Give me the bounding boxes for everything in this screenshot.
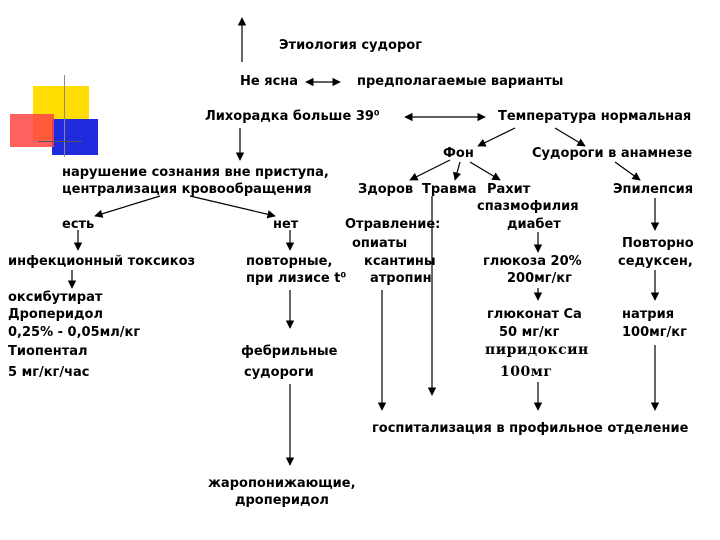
poisoning-xanthines: ксантины — [364, 254, 436, 269]
poisoning-opiates: опиаты — [352, 236, 408, 251]
sodium-dose: 100мг/кг — [622, 325, 687, 340]
decor-blue-block — [52, 119, 98, 155]
diagram-title: Этиология судорог — [279, 38, 422, 53]
etiology-presumed: предполагаемые варианты — [357, 74, 564, 89]
pyridoxine-node: пиридоксин — [485, 342, 589, 358]
consciousness-line-2: централизация кровообращения — [62, 182, 312, 197]
poisoning-label: Отравление: — [345, 217, 441, 232]
repeated-line-2: при лизисе t⁰ — [246, 271, 347, 286]
pyridoxine-dose: 100мг — [500, 364, 553, 380]
diabetes-node: диабет — [507, 217, 561, 232]
trauma-node: Травма — [422, 182, 477, 197]
epilepsy-node: Эпилепсия — [613, 182, 694, 197]
calcium-node: глюконат Са — [487, 307, 582, 322]
sodium-node: натрия — [622, 307, 675, 322]
glucose-dose: глюкоза 20% — [483, 254, 582, 269]
seizure-history-node: Судороги в анамнезе — [532, 146, 693, 161]
hospitalization-node: госпитализация в профильное отделение — [372, 421, 689, 436]
treatment-line-1: оксибутират — [8, 290, 103, 305]
calcium-dose: 50 мг/кг — [499, 325, 560, 340]
rickets-node: Рахит — [487, 182, 531, 197]
febrile-line-1: фебрильные — [241, 344, 338, 359]
etiology-unclear: Не ясна — [240, 74, 299, 89]
treatment-line-3: 0,25% - 0,05мл/кг — [8, 325, 141, 340]
treatment-line-5: 5 мг/кг/час — [8, 365, 90, 380]
decor-vertical-line — [64, 75, 65, 157]
healthy-node: Здоров — [358, 182, 414, 197]
decor-horizontal-line — [38, 141, 82, 142]
febrile-line-2: судороги — [244, 365, 314, 380]
repeated-line-1: повторные, — [246, 254, 333, 269]
background-node: Фон — [443, 146, 474, 161]
normal-temp-node: Температура нормальная — [498, 109, 692, 124]
antipyretic-line-2: дроперидол — [235, 493, 329, 508]
repeat-node: Повторно — [622, 236, 694, 251]
poisoning-atropine: атропин — [370, 271, 432, 286]
antipyretic-line-1: жаропонижающие, — [208, 476, 356, 491]
yes-node: есть — [62, 217, 95, 232]
glucose-amount: 200мг/кг — [507, 271, 572, 286]
spasmophilia-node: спазмофилия — [477, 199, 579, 214]
infectious-toxicosis-node: инфекционный токсикоз — [8, 254, 196, 269]
no-node: нет — [273, 217, 299, 232]
treatment-line-4: Тиопентал — [8, 344, 88, 359]
consciousness-line-1: нарушение сознания вне приступа, — [62, 165, 329, 180]
seduxen-node: седуксен, — [618, 254, 693, 269]
fever-node: Лихорадка больше 39⁰ — [205, 109, 380, 124]
treatment-line-2: Дроперидол — [8, 307, 103, 322]
